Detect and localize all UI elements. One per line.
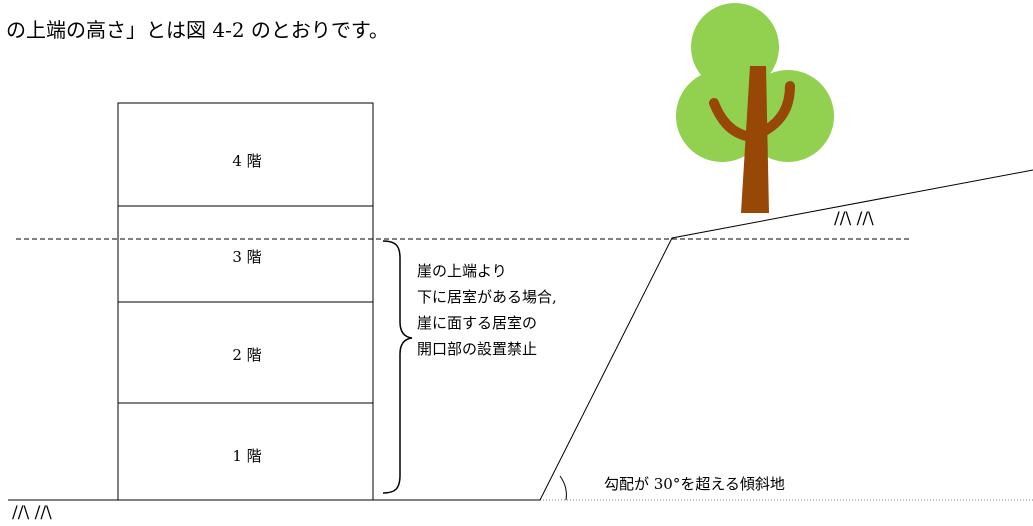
cliff-slope-line xyxy=(539,169,1033,501)
floor-label-3: 3 階 xyxy=(232,248,261,266)
note-line-1: 崖の上端より xyxy=(417,262,507,280)
ground-hatch-bottom: //\ //\ xyxy=(12,503,52,523)
floor-label-1: 1 階 xyxy=(232,447,261,465)
floor-label-4: 4 階 xyxy=(232,152,261,170)
slope-label: 勾配が 30°を超える傾斜地 xyxy=(604,475,785,493)
building: 4 階 3 階 2 階 1 階 xyxy=(117,102,374,501)
note-line-4: 開口部の設置禁止 xyxy=(417,340,537,358)
slope-angle-arc xyxy=(559,475,567,501)
tree-branch-right xyxy=(761,81,795,135)
note-line-3: 崖に面する居室の xyxy=(417,314,537,332)
tree-branch-left xyxy=(709,98,757,142)
curly-brace xyxy=(382,240,413,494)
note-line-2: 下に居室がある場合, xyxy=(417,288,557,306)
heading-text: の上端の高さ」とは図 4-2 のとおりです。 xyxy=(6,18,389,42)
ground-hatch-top: //\ //\ xyxy=(834,209,874,229)
floor-label-2: 2 階 xyxy=(232,346,261,364)
tree-icon xyxy=(676,3,834,213)
